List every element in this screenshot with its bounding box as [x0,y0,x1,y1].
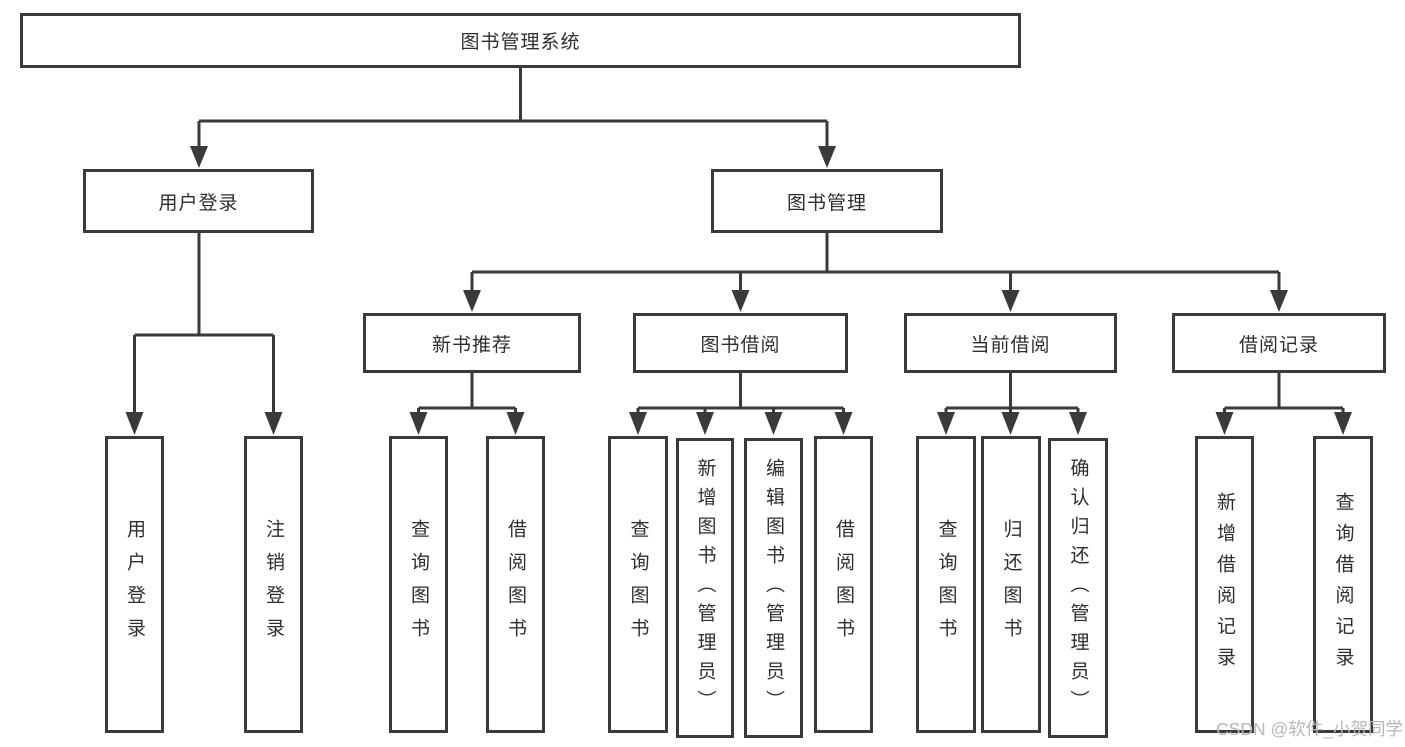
node-new-book-recommend: 新书推荐 [363,313,581,373]
leaf-borrow-books-recommend: 借阅图书 [486,436,545,733]
node-label: 新书推荐 [431,334,512,356]
node-label: 用户登录 [158,192,239,214]
node-book-management: 图书管理 [711,169,943,233]
leaf-user-login: 用户登录 [105,436,164,733]
node-library-management-system: 图书管理系统 [20,13,1021,68]
csdn-watermark: CSDN @软件_小贺同学 [1216,719,1403,739]
leaf-return-books: 归还图书 [981,436,1041,733]
leaf-borrow-books-borrowing: 借阅图书 [814,436,873,733]
leaf-label: 确认归还（管理员） [1067,457,1089,719]
leaf-query-borrow-record: 查询借阅记录 [1313,436,1373,733]
leaf-add-books-admin: 新增图书（管理员） [676,438,734,738]
leaf-label: 新增借阅记录 [1214,491,1235,678]
leaf-label: 借阅图书 [505,518,526,651]
leaf-label: 查询图书 [935,518,957,651]
leaf-query-books-recommend: 查询图书 [389,436,448,733]
node-borrowing-records: 借阅记录 [1172,313,1386,373]
leaf-label: 借阅图书 [833,518,854,651]
leaf-query-books-current: 查询图书 [916,436,976,733]
node-label: 图书管理系统 [460,32,581,53]
leaf-label: 编辑图书（管理员） [763,457,784,719]
node-label: 图书管理 [786,192,867,214]
leaf-query-books-borrowing: 查询图书 [608,436,668,733]
leaf-label: 用户登录 [124,518,145,651]
leaf-label: 注销登录 [263,518,284,651]
leaf-label: 归还图书 [1000,518,1022,651]
leaf-logout-login: 注销登录 [244,436,303,733]
node-label: 图书借阅 [700,334,781,356]
leaf-add-borrow-record: 新增借阅记录 [1195,436,1254,733]
leaf-confirm-return-admin: 确认归还（管理员） [1048,438,1108,738]
leaf-label: 查询图书 [627,518,649,651]
node-label: 借阅记录 [1238,334,1319,356]
leaf-label: 查询图书 [408,518,429,651]
node-label: 当前借阅 [970,334,1051,356]
leaf-edit-books-admin: 编辑图书（管理员） [744,438,803,738]
node-current-borrowing: 当前借阅 [904,313,1117,373]
node-user-login: 用户登录 [83,169,314,233]
leaf-label: 新增图书（管理员） [694,457,716,719]
leaf-label: 查询借阅记录 [1332,491,1354,678]
node-book-borrowing: 图书借阅 [633,313,848,373]
